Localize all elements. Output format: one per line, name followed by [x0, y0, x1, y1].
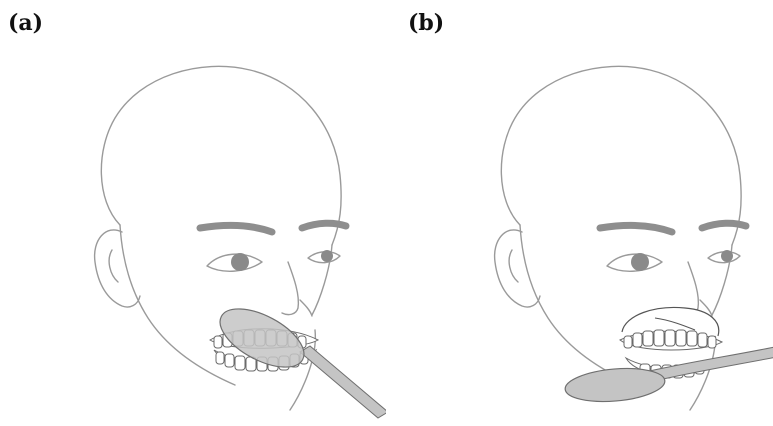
iris-left [631, 253, 649, 271]
panel-b: (b) [400, 0, 773, 426]
spoon-b [564, 346, 773, 405]
eyebrow-left [200, 225, 272, 232]
iris-right [321, 250, 333, 262]
eyebrow-right [302, 223, 346, 228]
head-outline [495, 66, 742, 410]
eyebrow-right [702, 223, 746, 228]
iris-left [231, 253, 249, 271]
eyebrow-left [600, 225, 672, 232]
face-illustration-b [400, 0, 773, 426]
iris-right [721, 250, 733, 262]
face-illustration-a [0, 0, 386, 426]
panel-a: (a) [0, 0, 386, 426]
